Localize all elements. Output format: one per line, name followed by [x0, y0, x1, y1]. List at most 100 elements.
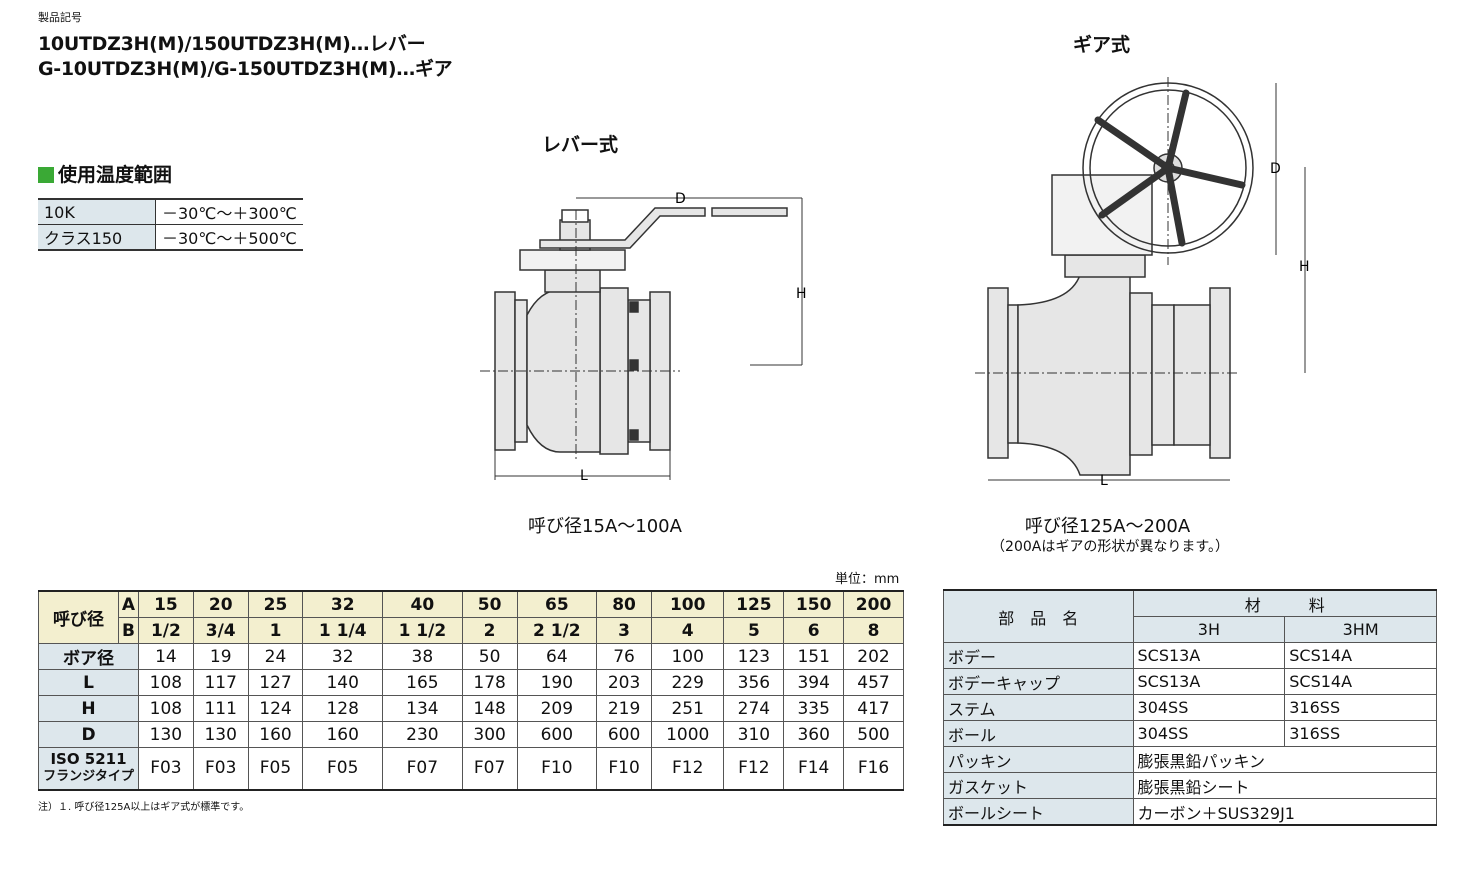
table-cell: F03 [192, 747, 249, 790]
table-cell: 600 [596, 721, 652, 748]
bore-row: ボア径 14 19 24 32 38 50 64 76 100 123 151 … [38, 643, 904, 670]
material-row: パッキン 膨張黒鉛パッキン [943, 746, 1438, 773]
table-cell: 600 [516, 721, 598, 748]
table-cell: F10 [596, 747, 652, 790]
table-cell: 140 [302, 669, 384, 696]
table-cell: F12 [723, 747, 785, 790]
row-label: L [38, 669, 139, 696]
lever-valve-drawing: D H L [480, 191, 807, 484]
table-cell: 1000 [650, 721, 725, 748]
temp-value: －30℃～＋300℃ [155, 198, 303, 225]
table-cell: 202 [843, 643, 904, 670]
size-a-cell: 65 [516, 590, 598, 618]
size-a-cell: 80 [596, 590, 652, 618]
size-a-cell: 25 [247, 590, 304, 618]
gear-note: （200Aはギアの形状が異なります。） [991, 539, 1229, 555]
table-cell: 356 [723, 669, 785, 696]
temp-label: クラス150 [38, 224, 156, 250]
gear-dim-h: H [1299, 259, 1310, 275]
col-3hm: 3HM [1284, 616, 1437, 643]
material-cell: 膨張黒鉛シート [1132, 772, 1438, 799]
table-cell: 251 [650, 695, 725, 722]
nominal-label: 呼び径 [38, 590, 119, 644]
d-row: D 130 130 160 160 230 300 600 600 1000 3… [38, 721, 904, 748]
table-cell: 38 [382, 643, 463, 670]
table-cell: F14 [783, 747, 845, 790]
row-label: H [38, 695, 139, 722]
lever-dim-h: H [796, 286, 807, 302]
table-cell: 50 [461, 643, 518, 670]
table-cell: F10 [516, 747, 598, 790]
table-cell: 178 [461, 669, 518, 696]
table-cell: 209 [516, 695, 598, 722]
table-cell: 130 [192, 721, 249, 748]
row-label: ボア径 [38, 643, 139, 670]
material-cell: 304SS [1132, 694, 1286, 721]
size-a-cell: 32 [302, 590, 384, 618]
row-label: D [38, 721, 139, 748]
size-b-row: B 1/2 3/4 1 1 1/4 1 1/2 2 2 1/2 3 4 5 6 … [38, 617, 904, 644]
iso-label-2: フランジタイプ [43, 769, 134, 785]
b-label: B [118, 617, 139, 644]
material-cell: 316SS [1284, 694, 1437, 721]
table-cell: 417 [843, 695, 904, 722]
table-cell: 130 [138, 721, 194, 748]
table-cell: 148 [461, 695, 518, 722]
table-cell: 134 [382, 695, 463, 722]
table-cell: 310 [723, 721, 785, 748]
iso-label: ISO 5211 フランジタイプ [38, 747, 139, 790]
table-cell: 111 [192, 695, 249, 722]
size-a-cell: 100 [650, 590, 725, 618]
table-cell: 14 [138, 643, 194, 670]
table-cell: 394 [783, 669, 845, 696]
part-name: ボデーキャップ [943, 668, 1134, 695]
temp-title-text: 使用温度範囲 [58, 164, 173, 186]
size-a-cell: 40 [382, 590, 463, 618]
table-cell: 219 [596, 695, 652, 722]
table-cell: 151 [783, 643, 845, 670]
material-cell: カーボン＋SUS329J1 [1132, 798, 1438, 826]
table-cell: 457 [843, 669, 904, 696]
table-cell: 32 [302, 643, 384, 670]
table-note: 注）１. 呼び径125A以上はギア式が標準です。 [38, 802, 250, 813]
gear-dim-d: D [1270, 161, 1281, 177]
a-label: A [118, 590, 139, 618]
part-name: ボール [943, 720, 1134, 747]
size-b-cell: 2 [461, 617, 518, 644]
table-cell: 117 [192, 669, 249, 696]
material-cell: 316SS [1284, 720, 1437, 747]
material-row: ボデー SCS13A SCS14A [943, 642, 1437, 669]
material-header: 材 料 [1132, 589, 1438, 617]
material-table: 部 品 名 材 料 3H 3HM ボデー SCS13A SCS14A ボデーキャ… [943, 589, 1438, 826]
gear-valve-drawing: D H L [975, 77, 1310, 489]
material-cell: SCS14A [1284, 642, 1437, 669]
size-b-cell: 3/4 [192, 617, 249, 644]
lever-caption: 呼び径15A～100A [528, 516, 682, 537]
table-cell: 108 [138, 669, 194, 696]
table-cell: 165 [382, 669, 463, 696]
material-row: ボデーキャップ SCS13A SCS14A [943, 668, 1437, 695]
material-cell: 304SS [1132, 720, 1286, 747]
part-name: ガスケット [943, 772, 1134, 799]
col-3h: 3H [1132, 616, 1286, 643]
table-cell: 203 [596, 669, 652, 696]
unit-label: 単位：mm [835, 572, 900, 587]
table-cell: 124 [247, 695, 304, 722]
iso-row: ISO 5211 フランジタイプ F03 F03 F05 F05 F07 F07… [38, 747, 904, 790]
table-cell: 229 [650, 669, 725, 696]
size-b-cell: 2 1/2 [516, 617, 598, 644]
table-cell: 160 [302, 721, 384, 748]
gear-dim-l: L [1100, 473, 1108, 489]
table-cell: F03 [138, 747, 194, 790]
part-header: 部 品 名 [943, 589, 1134, 643]
gear-caption: 呼び径125A～200A [1024, 516, 1191, 537]
size-b-cell: 1 [247, 617, 304, 644]
table-cell: 19 [192, 643, 249, 670]
material-row: ステム 304SS 316SS [943, 694, 1437, 721]
table-cell: 360 [783, 721, 845, 748]
table-cell: 128 [302, 695, 384, 722]
size-b-cell: 3 [596, 617, 652, 644]
size-a-cell: 125 [723, 590, 785, 618]
size-a-row: 呼び径 A 15 20 25 32 40 50 65 80 100 125 15… [38, 590, 904, 644]
l-row: L 108 117 127 140 165 178 190 203 229 35… [38, 669, 904, 696]
